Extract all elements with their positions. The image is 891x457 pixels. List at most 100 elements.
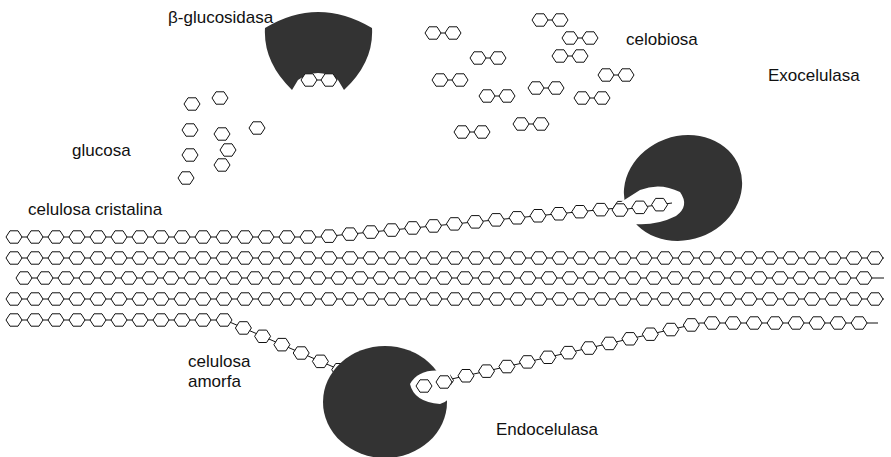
glucose-ring xyxy=(216,314,232,326)
glucose-ring xyxy=(48,293,64,305)
glucose-ring xyxy=(657,252,673,264)
glucose-ring xyxy=(111,252,127,264)
cellobiose-ring xyxy=(548,82,564,94)
glucose-ring xyxy=(279,293,295,305)
glucose-ring xyxy=(772,272,788,284)
glucose-ring xyxy=(90,314,106,326)
glucose-ring xyxy=(825,293,841,305)
glucose-ring xyxy=(468,293,484,305)
glucose-ring xyxy=(247,272,263,284)
glucose-ring xyxy=(573,252,589,264)
glucose-ring xyxy=(615,252,631,264)
endocellulase-enzyme xyxy=(323,346,452,457)
glucose-ring xyxy=(446,218,462,230)
glucose-ring xyxy=(48,314,64,326)
glucose-ring xyxy=(846,293,862,305)
cellobiose-ring xyxy=(425,27,441,39)
glucose-ring xyxy=(573,293,589,305)
glucose-ring xyxy=(447,293,463,305)
glucose-ring xyxy=(788,317,804,329)
glucose-ring xyxy=(560,346,576,359)
glucose-ring xyxy=(373,272,389,284)
glucose-ring xyxy=(594,293,610,305)
glucose-ring xyxy=(132,231,148,243)
glucose-ring xyxy=(255,330,271,342)
glucose-ring xyxy=(405,293,421,305)
exocellulase-enzyme xyxy=(609,119,757,258)
enzyme-body xyxy=(609,119,757,258)
glucose-ring xyxy=(489,252,505,264)
glucose-ring xyxy=(27,252,43,264)
glucose-ring xyxy=(153,314,169,326)
glucose-ring xyxy=(762,293,778,305)
cellobiose-ring xyxy=(513,118,529,130)
cellobiose-ring xyxy=(452,74,468,86)
glucose-molecule xyxy=(214,128,230,140)
glucose-ring xyxy=(258,231,274,243)
glucose-ring xyxy=(642,328,658,340)
glucose-ring xyxy=(321,252,337,264)
glucose-ring xyxy=(551,208,567,221)
glucose-ring xyxy=(216,252,232,264)
glucose-ring xyxy=(594,252,610,264)
glucose-ring xyxy=(725,317,741,329)
enzyme-name: Endocelulasa xyxy=(496,420,598,440)
glucose-ring xyxy=(6,314,22,326)
glucose-ring xyxy=(783,293,799,305)
glucose-ring xyxy=(342,228,358,240)
glucose-ring xyxy=(510,252,526,264)
glucose-ring xyxy=(581,342,597,355)
glucose-ring xyxy=(268,272,284,284)
glucose-ring xyxy=(814,272,830,284)
glucose-ring xyxy=(321,230,337,243)
glucose-ring xyxy=(531,293,547,305)
glucose-ring xyxy=(258,293,274,305)
glucose-ring xyxy=(426,293,442,305)
glucose-molecule xyxy=(182,149,198,161)
glucose-ring xyxy=(6,231,22,243)
glucose-ring xyxy=(762,252,778,264)
glucose-ring xyxy=(720,293,736,305)
glucose-ring xyxy=(300,252,316,264)
glucose-ring xyxy=(678,293,694,305)
glucose-ring xyxy=(783,252,799,264)
glucose-ring xyxy=(153,231,169,243)
glucose-ring xyxy=(479,365,495,378)
glucose-ring xyxy=(79,272,95,284)
glucose-ring xyxy=(541,272,557,284)
glucose-ring xyxy=(583,272,599,284)
cellobiose-ring xyxy=(533,118,549,130)
glucose-ring xyxy=(825,252,841,264)
glucose-ring xyxy=(48,252,64,264)
glucose-ring xyxy=(100,272,116,284)
glucose-ring xyxy=(699,252,715,264)
glucose-ring xyxy=(37,272,53,284)
cellobiose-ring xyxy=(594,92,610,104)
cellobiose-pool xyxy=(425,14,634,138)
glucose-ring xyxy=(601,337,617,350)
molecule-name: glucosa xyxy=(72,141,131,161)
glucose-ring xyxy=(342,252,358,264)
cellulose-fiber xyxy=(6,201,884,391)
glucose-ring xyxy=(704,317,720,329)
cellobiose-ring xyxy=(432,74,448,86)
glucose-ring xyxy=(132,252,148,264)
glucose-ring xyxy=(436,376,452,388)
glucose-ring xyxy=(447,252,463,264)
glucose-ring xyxy=(195,293,211,305)
glucose-ring xyxy=(678,252,694,264)
glucose-molecule xyxy=(249,122,265,134)
cellobiose-ring xyxy=(470,52,486,64)
glucose-ring xyxy=(531,252,547,264)
cellobiose-ring xyxy=(552,14,568,26)
glucose-ring xyxy=(552,252,568,264)
glucose-ring xyxy=(174,293,190,305)
glucose-ring xyxy=(622,333,638,345)
cellobiose-ring xyxy=(301,74,317,86)
glucose-ring xyxy=(804,252,820,264)
cellobiose-ring xyxy=(618,69,634,81)
glucose-ring xyxy=(69,231,85,243)
cellobiose-ring xyxy=(562,32,578,44)
glucose-ring xyxy=(27,314,43,326)
